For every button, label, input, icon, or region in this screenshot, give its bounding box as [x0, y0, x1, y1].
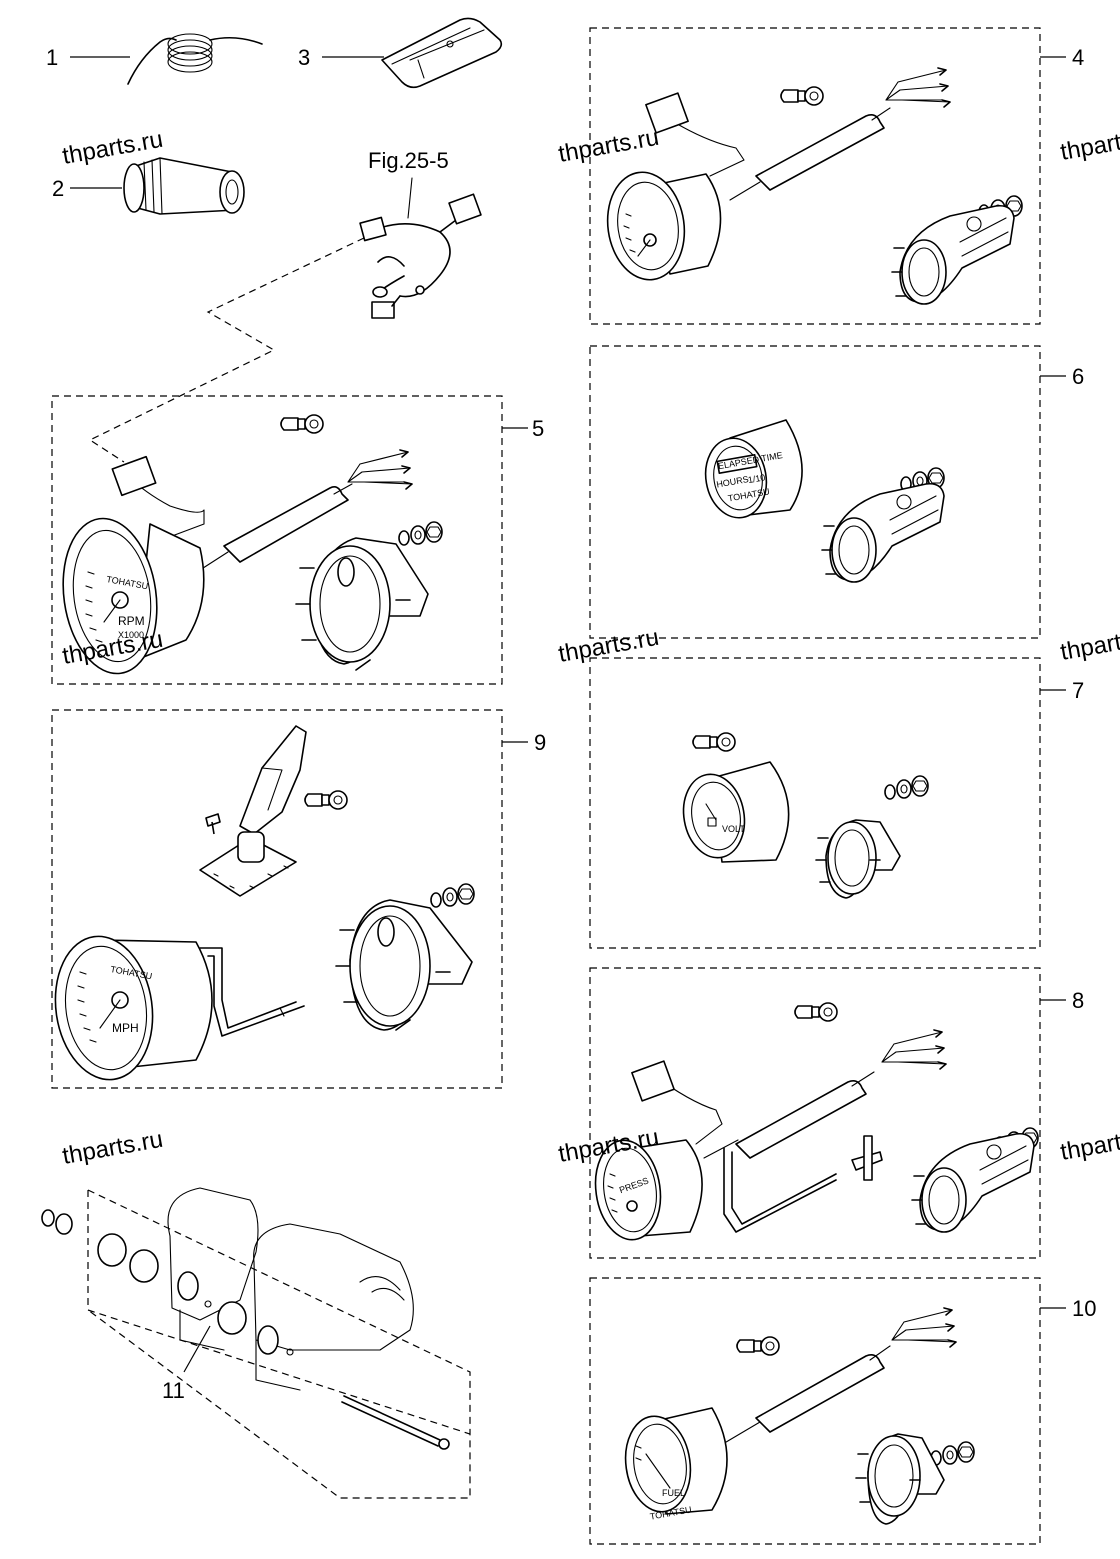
callout-3: 3 [298, 45, 310, 70]
voltmeter-bracket [815, 819, 901, 899]
callout-8: 8 [1072, 988, 1084, 1013]
dial-tenths: 1/10 [747, 472, 766, 485]
pressure-bracket [911, 1132, 1035, 1233]
tachometer-bracket [295, 537, 429, 671]
part-3-pad [381, 17, 503, 89]
box-item-6 [589, 345, 1041, 639]
watermark: thparts.ru [1058, 622, 1120, 666]
tachometer-gauge: TOHATSU RPM X1000 [62, 414, 443, 675]
speedometer-bracket [335, 899, 473, 1031]
box-item-4 [589, 27, 1041, 325]
callout-11: 11 [162, 1378, 185, 1403]
pressure-gauge: PRESS [594, 1002, 1039, 1241]
box-item-9 [51, 709, 503, 1089]
fuel-bracket [855, 1433, 945, 1525]
part-1-coil [127, 33, 263, 85]
dial-rpm-scale: X1000 [118, 630, 144, 640]
trim-gauge [606, 67, 1023, 281]
speedometer-gauge: TOHATSU MPH [54, 883, 475, 1081]
box-item-8 [589, 967, 1041, 1259]
watermark: thparts.ru [1058, 1122, 1120, 1166]
watermark: thparts.ru [556, 124, 661, 168]
fuel-gauge: FUEL TOHATSU [624, 1307, 975, 1522]
dial-rpm: RPM [118, 614, 145, 628]
dial-mph: MPH [112, 1021, 139, 1035]
voltmeter: VOLT [682, 732, 929, 863]
callout-6: 6 [1072, 364, 1084, 389]
watermark: thparts.ru [556, 624, 661, 668]
callout-2: 2 [52, 176, 64, 201]
figure-reference: Fig.25-5 [368, 148, 449, 173]
box-item-10 [589, 1277, 1041, 1545]
hour-meter-bracket [821, 482, 945, 583]
watermark: thparts.ru [1058, 122, 1120, 166]
box-item-7 [589, 657, 1041, 949]
callout-5: 5 [532, 416, 544, 441]
callout-10: 10 [1072, 1296, 1096, 1321]
watermark: thparts.ru [60, 1126, 165, 1170]
trim-bracket [891, 204, 1015, 305]
callout-1: 1 [46, 45, 58, 70]
callout-7: 7 [1072, 678, 1084, 703]
dial-volt: VOLT [722, 824, 745, 834]
callout-9: 9 [534, 730, 546, 755]
wire-harness [359, 177, 482, 319]
dial-fuel: FUEL [662, 1488, 685, 1498]
pitot-pickup [199, 725, 348, 897]
part-2-grommet [123, 157, 245, 215]
callout-4: 4 [1072, 45, 1084, 70]
hour-meter: ELAPSED TIME HOURS 1/10 TOHATSU [704, 419, 945, 519]
mounting-hardware [41, 1187, 450, 1450]
box-item-5 [51, 395, 503, 685]
